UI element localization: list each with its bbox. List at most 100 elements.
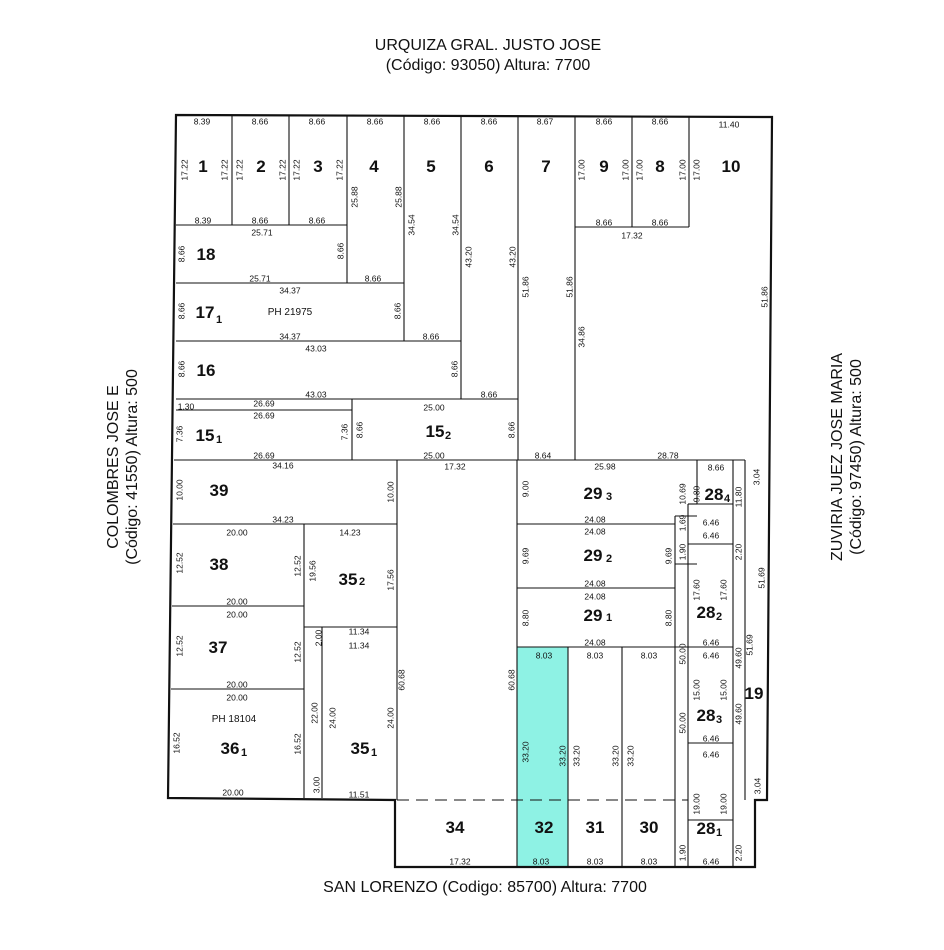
dimension-label: 8.03 bbox=[587, 650, 604, 660]
lot-subnumber: 2 bbox=[606, 553, 612, 565]
lot-number[interactable]: 5 bbox=[426, 157, 435, 176]
dimension-label: 9.69 bbox=[520, 547, 530, 564]
lot-number[interactable]: 1 bbox=[198, 157, 207, 176]
dimension-label: 28.78 bbox=[657, 450, 679, 460]
dimension-label: 17.00 bbox=[634, 159, 644, 181]
dimension-label: 2.20 bbox=[733, 844, 743, 861]
lot-number[interactable]: 28 bbox=[697, 819, 716, 838]
dimension-label: 19.00 bbox=[718, 793, 728, 815]
dimension-label: 43.03 bbox=[305, 389, 327, 399]
lot-number[interactable]: 3 bbox=[313, 157, 322, 176]
dimension-label: 6.46 bbox=[703, 749, 720, 759]
dimension-label: 8.66 bbox=[252, 116, 269, 126]
lot-number[interactable]: 2 bbox=[256, 157, 265, 176]
dimension-label: 8.39 bbox=[195, 215, 212, 225]
lot-number[interactable]: 29 bbox=[584, 546, 603, 565]
lot-number[interactable]: 30 bbox=[640, 818, 659, 837]
dimension-label: 11.34 bbox=[349, 640, 370, 650]
lot-number[interactable]: 15 bbox=[196, 426, 215, 445]
dimension-label: 33.20 bbox=[520, 741, 530, 763]
dimension-label: 34.37 bbox=[279, 285, 301, 295]
dimension-label: 33.20 bbox=[625, 745, 635, 767]
lot-number[interactable]: 28 bbox=[697, 603, 716, 622]
east-street-code: (Código: 97450) Altura: 500 bbox=[848, 359, 865, 555]
east-street-name: ZUVIRIA JUEZ JOSE MARIA bbox=[829, 353, 846, 561]
lot-number[interactable]: 37 bbox=[209, 638, 228, 657]
dimension-label: 20.00 bbox=[226, 692, 248, 702]
dimension-label: 17.22 bbox=[334, 159, 344, 181]
dimension-label: 2.00 bbox=[313, 629, 323, 646]
lot-subnumber: 3 bbox=[606, 491, 612, 503]
dimension-label: 24.08 bbox=[584, 637, 606, 647]
lot-number[interactable]: 4 bbox=[369, 157, 379, 176]
lot-number[interactable]: 15 bbox=[426, 422, 445, 441]
lot-subnumber: 4 bbox=[724, 493, 731, 505]
lot-number[interactable]: 35 bbox=[351, 739, 370, 758]
lot-subnumber: 1 bbox=[216, 314, 222, 326]
lot-number[interactable]: 32 bbox=[535, 818, 554, 837]
dimension-label: 17.00 bbox=[691, 159, 701, 181]
dimension-label: 12.52 bbox=[292, 641, 302, 663]
lot-number[interactable]: 31 bbox=[586, 818, 605, 837]
dimension-label: 51.69 bbox=[744, 634, 754, 656]
dimension-label: 15.00 bbox=[691, 679, 701, 701]
dimension-label: 17.60 bbox=[718, 579, 728, 601]
lot-32-highlight[interactable] bbox=[517, 647, 568, 867]
dimension-label: 22.00 bbox=[309, 702, 319, 724]
dimension-label: 43.03 bbox=[305, 343, 327, 353]
dimension-label: 49.60 bbox=[733, 647, 743, 669]
lot-number[interactable]: 39 bbox=[210, 481, 229, 500]
dimension-label: 8.67 bbox=[537, 116, 554, 126]
dimension-label: 12.52 bbox=[174, 552, 184, 574]
dimension-label: 24.08 bbox=[584, 578, 606, 588]
lot-number[interactable]: 17 bbox=[196, 303, 215, 322]
lot-subnumber: 1 bbox=[241, 747, 247, 759]
lot-number[interactable]: 36 bbox=[221, 739, 240, 758]
dimension-label: 60.68 bbox=[396, 669, 406, 691]
north-street-code: (Código: 93050) Altura: 7700 bbox=[386, 57, 591, 74]
dimension-label: 6.46 bbox=[703, 517, 720, 527]
dimension-label: 34.54 bbox=[406, 214, 416, 236]
lot-number[interactable]: 35 bbox=[339, 570, 358, 589]
dimension-label: 17.22 bbox=[291, 159, 301, 181]
dimension-label: 8.66 bbox=[176, 302, 186, 319]
lot-number[interactable]: 29 bbox=[584, 484, 603, 503]
dimension-label: 8.66 bbox=[423, 331, 440, 341]
dimension-label: 20.00 bbox=[222, 787, 244, 797]
dimension-label: 8.66 bbox=[252, 215, 269, 225]
lot-number[interactable]: 9 bbox=[599, 157, 608, 176]
lot-number[interactable]: 38 bbox=[210, 555, 229, 574]
dimension-label: 12.52 bbox=[174, 635, 184, 657]
lot-number[interactable]: 28 bbox=[697, 706, 716, 725]
dimension-label: 50.00 bbox=[677, 712, 687, 734]
dimension-label: 8.66 bbox=[596, 217, 613, 227]
lot-number[interactable]: 8 bbox=[655, 157, 664, 176]
lot-number[interactable]: 28 bbox=[705, 485, 724, 504]
dimension-label: 8.66 bbox=[652, 116, 669, 126]
dimension-label: 24.08 bbox=[584, 591, 606, 601]
dimension-label: 17.56 bbox=[385, 569, 395, 591]
dimension-label: 8.66 bbox=[506, 421, 516, 438]
dimension-label: 6.46 bbox=[703, 856, 720, 866]
lot-number[interactable]: 29 bbox=[584, 606, 603, 625]
dimension-label: 8.66 bbox=[309, 116, 326, 126]
dimension-label: 6.46 bbox=[703, 530, 720, 540]
dimension-label: 8.66 bbox=[367, 116, 384, 126]
dimension-label: 3.04 bbox=[751, 468, 761, 485]
lot-number[interactable]: 6 bbox=[484, 157, 493, 176]
lot-number[interactable]: 7 bbox=[541, 157, 550, 176]
dimension-label: 43.20 bbox=[463, 246, 473, 268]
lot-number[interactable]: 16 bbox=[197, 361, 216, 380]
dimension-label: 9.80 bbox=[691, 485, 701, 502]
dimension-label: 8.03 bbox=[641, 856, 658, 866]
lot-number[interactable]: 19 bbox=[745, 684, 764, 703]
dimension-label: 26.69 bbox=[253, 450, 275, 460]
dimension-label: 10.00 bbox=[174, 479, 184, 501]
lot-number[interactable]: 18 bbox=[197, 245, 216, 264]
dimension-label: 17.00 bbox=[620, 159, 630, 181]
dimension-label: 49.60 bbox=[733, 703, 743, 725]
lot-number[interactable]: 10 bbox=[722, 157, 741, 176]
lot-number[interactable]: 34 bbox=[446, 818, 465, 837]
dimension-label: 7.36 bbox=[174, 425, 184, 442]
dimension-label: 26.69 bbox=[253, 398, 275, 408]
